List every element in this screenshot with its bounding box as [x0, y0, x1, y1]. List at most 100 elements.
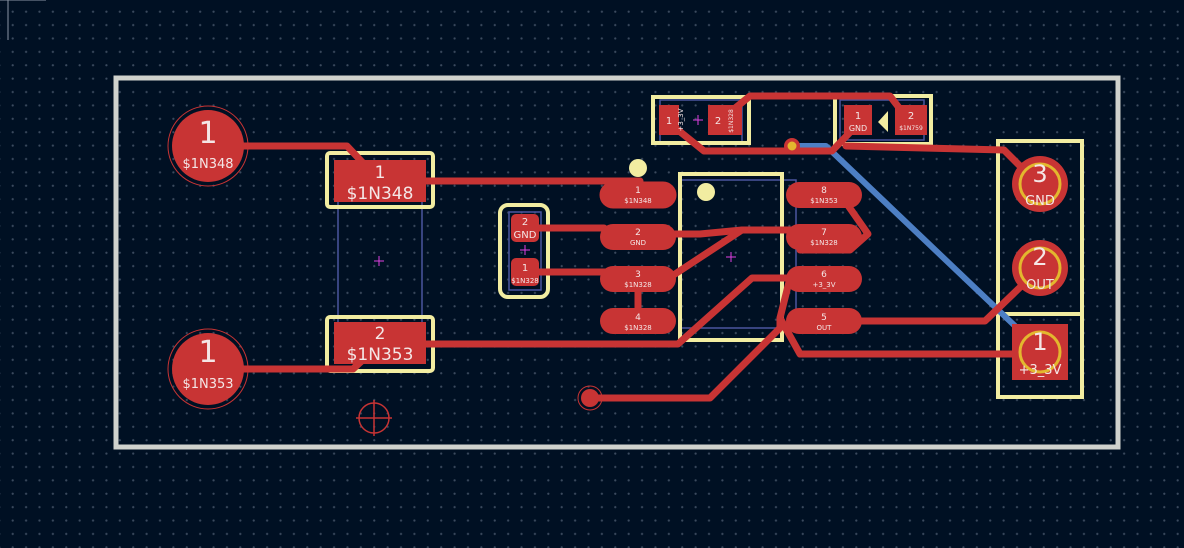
r2-footprint[interactable]: 1 GND 2 $1N759: [844, 105, 927, 135]
u1-pin-net: $1N328: [624, 281, 652, 289]
j2-pad3-drill: [1018, 162, 1062, 206]
c1-fab-outline: [508, 211, 542, 291]
c1-anchor-cross: [520, 245, 530, 255]
r2-pad2[interactable]: [895, 105, 927, 135]
u1-pin-number: 5: [821, 313, 827, 323]
u1-pin-7[interactable]: 7 $1N328: [786, 224, 862, 250]
track-gnd-j2: [842, 142, 1042, 188]
u1-pad[interactable]: [600, 224, 676, 250]
c1-pad1-net: $1N328: [511, 277, 539, 285]
u1-pad[interactable]: [599, 181, 677, 209]
u1-pad[interactable]: [786, 266, 862, 292]
u1-pin-1[interactable]: 1 $1N348: [599, 181, 677, 209]
r1-pad2-number: 2: [715, 116, 721, 127]
u1-pad[interactable]: [600, 308, 676, 334]
u1-pin-2[interactable]: 2 GND: [600, 224, 676, 250]
u1-silk-outline: [678, 172, 784, 342]
r1-pad2-net: $1N328: [728, 109, 735, 133]
u1-pin1-dot: [697, 183, 715, 201]
j2-pad1-drill: [1018, 330, 1062, 374]
u1-anchor-cross: [726, 252, 736, 262]
u1-pin-net: $1N328: [624, 324, 652, 332]
board-outline: [113, 75, 1121, 450]
c1-pad2[interactable]: [511, 214, 539, 242]
u1-pin-net: OUT: [817, 324, 833, 332]
r2-pad1-number: 1: [855, 111, 861, 122]
j1-pad2-number: 1: [198, 335, 217, 370]
u1-pin-net: $1N328: [810, 239, 838, 247]
r1-pad2[interactable]: [708, 105, 742, 135]
r1-footprint[interactable]: 1 +3_3V 2 $1N328: [659, 105, 742, 135]
track-1n353: [204, 274, 812, 373]
track-r1-r2: [664, 118, 864, 155]
r2-pad2-number: 2: [908, 111, 914, 122]
d1-anchor-cross: [374, 256, 384, 266]
u1-pin-4[interactable]: 4 $1N328: [600, 308, 676, 334]
u1-pin-number: 6: [821, 270, 827, 280]
u1-pin-net: $1N348: [624, 197, 652, 205]
j2-footprint[interactable]: 3 GND 2 OUT 1 +3_3V: [1012, 156, 1068, 380]
u1-pad[interactable]: [786, 308, 862, 334]
r1-pad1-net: +3_3V: [677, 108, 685, 131]
u1-footprint[interactable]: 1 $1N348 2 GND 3 $1N328 4 $1N328 8 $1N35…: [599, 181, 862, 334]
j1-footprint[interactable]: 1 $1N348 1 $1N353: [167, 105, 249, 410]
via-courtyard: [577, 385, 603, 411]
d1-pad1[interactable]: [334, 160, 426, 202]
via-drill: [787, 141, 797, 151]
track-plus3v3-j2: [776, 314, 1042, 358]
d1-pad1-number: 1: [375, 163, 386, 183]
u1-pad[interactable]: [786, 182, 862, 208]
j2-pad1-number: 1: [1032, 328, 1047, 356]
u1-pin-8[interactable]: 8 $1N353: [786, 182, 862, 208]
u1-pin-5[interactable]: 5 OUT: [786, 308, 862, 334]
u1-pin-net: $1N353: [810, 197, 838, 205]
c1-pad2-net: GND: [514, 230, 537, 241]
j2-pad1-net: +3_3V: [1019, 363, 1062, 378]
u1-pin-net: GND: [630, 239, 646, 247]
u1-pin-6[interactable]: 6 +3_3V: [786, 266, 862, 292]
back-copper-track: [792, 143, 1039, 349]
j2-pad3-number: 3: [1032, 160, 1047, 188]
c1-pad2-number: 2: [522, 217, 528, 228]
u1-pin-number: 2: [635, 228, 641, 238]
c1-pad1-number: 1: [522, 263, 528, 274]
j1-pad1[interactable]: [172, 110, 244, 182]
u1-pad[interactable]: [600, 266, 676, 292]
j1-pad2-net: $1N353: [182, 377, 233, 392]
d1-pad2[interactable]: [334, 322, 426, 364]
j2-pad3-net: GND: [1025, 194, 1055, 209]
j1-pad2[interactable]: [172, 333, 244, 405]
j2-pad2-number: 2: [1032, 243, 1047, 271]
u1-pin-number: 8: [821, 186, 827, 196]
via[interactable]: [581, 389, 599, 407]
u1-pin-3[interactable]: 3 $1N328: [600, 266, 676, 292]
c1-pad1[interactable]: [511, 258, 539, 286]
r2-pad1[interactable]: [844, 105, 872, 135]
j1-pad1-number: 1: [198, 116, 217, 151]
origin-marker: [356, 400, 392, 436]
track-1n328-a: [666, 226, 828, 238]
track-plus3v3-via: [586, 274, 794, 402]
u1-pin1-marker: [629, 159, 647, 177]
r1-pad1[interactable]: [659, 105, 679, 135]
d1-pad2-net: $1N353: [347, 345, 414, 365]
c1-footprint[interactable]: 2 GND 1 $1N328: [511, 214, 539, 286]
d1-pad1-net: $1N348: [347, 184, 414, 204]
j1-pad1-courtyard: [167, 105, 249, 187]
j1-pad1-net: $1N348: [182, 157, 233, 172]
j1-pad2-courtyard: [167, 328, 249, 410]
j2-pad2-drill: [1018, 246, 1062, 290]
origin-cross: [356, 400, 392, 436]
u1-pin-number: 4: [635, 313, 641, 323]
u1-pad[interactable]: [786, 224, 862, 250]
d1-pad2-number: 2: [375, 324, 386, 344]
u1-pin-number: 3: [635, 270, 641, 280]
silkscreen-layer: [325, 94, 1084, 399]
d1-footprint[interactable]: 1 $1N348 2 $1N353: [334, 160, 426, 365]
vias: [577, 138, 800, 411]
u1-fab-outline: [679, 179, 797, 329]
j2-silk-outline: [996, 139, 1084, 399]
sheet-border-fragment: [0, 0, 46, 40]
